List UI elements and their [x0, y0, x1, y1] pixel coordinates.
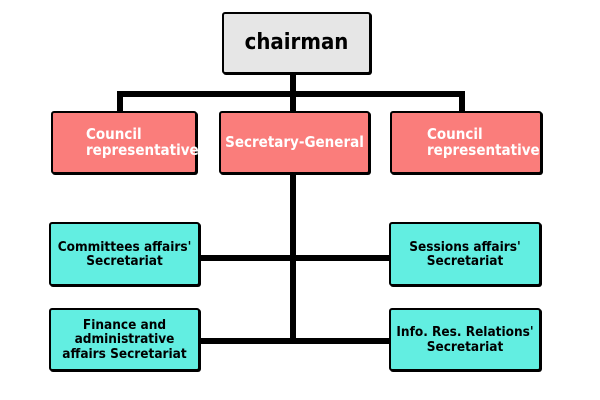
sessions-secretariat-box: Sessions affairs' Secretariat — [389, 222, 541, 286]
info-relations-secretariat-label: Info. Res. Relations' Secretariat — [396, 324, 534, 355]
secretary-general-box: Secretary-General — [219, 111, 370, 174]
sessions-secretariat-label: Sessions affairs' Secretariat — [409, 238, 521, 269]
secretary-general-label: Secretary-General — [225, 132, 364, 151]
chairman-label: chairman — [244, 30, 349, 56]
council-representative-right-label: Council representative — [427, 124, 540, 159]
finance-secretariat-label: Finance and administrative affairs Secre… — [62, 317, 187, 362]
council-representative-left-box: Council representative — [51, 111, 199, 174]
info-relations-secretariat-box: Info. Res. Relations' Secretariat — [389, 308, 541, 371]
chairman-box: chairman — [222, 12, 371, 74]
committees-secretariat-label: Committees affairs' Secretariat — [57, 238, 192, 269]
council-representative-right-box: Council representative — [390, 111, 542, 174]
council-representative-left-label: Council representative — [86, 124, 199, 159]
committees-secretariat-box: Committees affairs' Secretariat — [49, 222, 200, 286]
finance-secretariat-box: Finance and administrative affairs Secre… — [49, 308, 200, 371]
